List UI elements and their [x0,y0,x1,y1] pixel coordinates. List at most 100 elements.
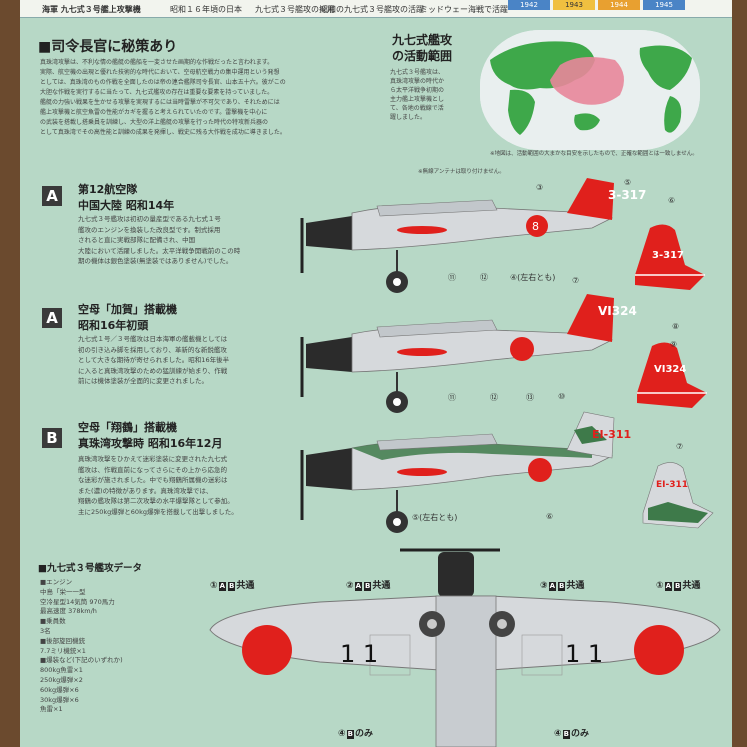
section-1-title: 第12航空隊 [78,183,138,196]
section-1-body-line: 艦攻のエンジンを換装した改良型です。制式採用 [78,225,221,234]
map-caption-line: 真珠湾攻撃の時代か [390,78,445,85]
tail-code-1b: 3-317 [652,250,684,261]
intro-line: 艦艇の力強い戦果を生かせる攻撃を実現するには当時雷撃が不可欠であり、それためには [40,99,280,106]
tail-view-1 [635,224,705,290]
callout-1-5: ⑤ [624,178,632,187]
tail-view-2 [637,342,707,408]
section-2-body-line: 初の引き込み脚を採用しており、革新的な新鋭艦攻 [78,345,227,354]
data-title: ■九七式３号艦攻データ [38,563,142,574]
intro-line: 真珠湾攻撃は、不利な情の艦艇の艦船を一変させた画期的な作戦だったと言われます。 [40,59,274,66]
map-title-line-2: の活動範囲 [392,49,453,63]
strip-text-4: ミッドウェー海戦で活躍 [420,5,508,14]
section-3-body: 真珠湾攻撃をひかえて迷彩塗装に変更された九七式艦攻は、作戦直前になってさらにその… [78,454,278,517]
map-caption-line: 主力艦上攻撃機とし [390,96,445,103]
intro-text: 真珠湾攻撃は、不利な情の艦艇の艦船を一変させた画期的な作戦だったと言われます。実… [40,58,385,138]
intro-line: 艦上攻撃機と航空魚雷の性能がカギを握ると考えられていたのです。雷撃機を中心に [40,109,268,116]
data-item-line: 魚雷×1 [40,705,63,714]
timeline-strip: 海軍 九七式３号艦上攻撃機 昭和１６年頃の日本 九七式３号艦攻の採用 昭和の九七… [20,0,732,18]
section-3-body-line: 翔鶴の艦攻隊は第二次攻撃の水平爆撃隊として参加。 [78,497,234,505]
section-1-badge: A [42,186,62,206]
year-1945: 1945 [643,0,685,10]
year-1943: 1943 [553,0,595,10]
section-1-subtitle: 中国大陸 昭和14年 [78,199,175,212]
section-1-body-line: 大陸において活躍しました。太平洋戦争開戦前のこの時 [78,246,241,255]
year-1944: 1944 [598,0,640,10]
callout-1-7: ⑦ [572,276,580,285]
intro-line: として真珠湾でその高性能と訓練の成果を発揮し、戦史に残る大作戦を成功に導きました… [40,129,286,136]
callout-1-6: ⑥ [668,196,676,205]
data-item-line: 空冷星型14気筒 970馬力 [40,597,115,606]
callout-2-8: ⑧ [672,322,680,331]
data-item-line: ■乗員数 [40,617,66,626]
section-3-body-line: 主に250kg爆弾と60kg爆弾を搭載して出撃しました。 [78,507,238,516]
section-1-body-line: 九七式３号艦攻は初初の量産型である九七式１号 [78,215,221,223]
plane-profile-2 [300,294,614,413]
strip-text-3: 昭和の九七式３号艦攻の活躍 [320,5,424,14]
callout-1-12: ⑫ [480,273,488,282]
plane-profile-3 [300,411,615,533]
strip-title: 海軍 九七式３号艦上攻撃機 [42,5,141,14]
instruction-sheet: 海軍 九七式３号艦上攻撃機 昭和１６年頃の日本 九七式３号艦攻の採用 昭和の九七… [20,0,732,747]
map-caption: 九七式３号艦攻は、真珠湾攻撃の時代から太平洋戦争初期の主力艦上攻撃機として、各地… [390,68,480,122]
map-caption-line: 躍しました。 [390,114,427,121]
data-item-line: 3名 [40,626,51,635]
section-1-body: 九七式３号艦攻は初初の量産型である九七式１号艦攻のエンジンを換装した改良型です。… [78,214,278,267]
callout-2-12: ⑫ [490,393,498,402]
section-2-badge: A [42,308,62,328]
section-3-body-line: な迷彩が施されました。中でも翔鶴所属機の迷彩は [78,476,228,484]
callout-3-5: ⑤(左右とも) [412,513,458,522]
data-item-line: 800kg魚雷×1 [40,666,83,675]
callout-3-7: ⑦ [676,442,684,451]
data-item-line: 最高速度 378km/h [40,607,97,616]
callout-1-11: ⑪ [448,273,456,282]
section-2-body-line: 九七式１号／３号艦攻は日本海軍の艦載機としては [78,335,228,343]
data-list: ■エンジン中島「栄一一型空冷星型14気筒 970馬力最高速度 378km/h■乗… [40,578,200,715]
tail-view-3 [642,462,714,529]
fuselage-number-1: 8 [532,220,539,233]
tail-code-2b: VI324 [654,364,687,375]
callout-2-11: ⑪ [448,393,456,402]
wing-number-right: 1 1 [565,640,603,668]
section-2-title: 空母「加賀」搭載機 [78,303,177,316]
map-title-line-1: 九七式艦攻 [392,33,453,47]
intro-line: 実際、航空機の出現と優れた技術的な時代において、空母航空戦力の集中運用という発想 [40,69,280,76]
strip-text-1: 昭和１６年頃の日本 [170,5,242,14]
section-2-body-line: 前には機体塗装が全面的に変更されました。 [78,377,208,385]
plane-profile-1: 8 [300,178,614,293]
data-item-line: 7.7ミリ機銃×1 [40,646,86,655]
strip-text-2: 九七式３号艦攻の採用 [255,5,335,14]
data-item-line: 30kg爆弾×6 [40,695,79,704]
callout-1-4: ④(左右とも) [510,273,556,282]
year-1942: 1942 [508,0,550,10]
section-1-body-line: されると直に実戦部隊に配備され、中国 [78,236,196,244]
map-caption-line: 九七式３号艦攻は、 [390,69,445,76]
intro-line: としては、真珠湾のもの作戦を全面したのは帝の連合艦隊司令長官、山本五十六。彼がこ… [40,79,286,86]
section-3-body-line: 真珠湾攻撃をひかえて迷彩塗装に変更された九七式 [78,455,228,463]
intro-line: の武装を搭載し搭乗員を訓練し、大型の洋上艦艇の攻撃を行った時代の特攻新兵器の [40,119,269,126]
callout-1-3: ③ [536,183,544,192]
map-note: ※地図は、活動範囲の大まかな目安を示したもので、正確な範囲とは一致しません。 [490,151,698,157]
antenna-note: ※無線アンテナは取り付けません。 [418,169,505,175]
data-item-line: ■爆装など(下記のいずれか) [40,656,123,665]
callout-3-6: ⑥ [546,512,554,521]
section-3-subtitle: 真珠湾攻撃時 昭和16年12月 [78,437,223,450]
page-heading: ■司令長官に秘策あり [38,39,178,55]
data-item-line: 250kg爆弾×2 [40,675,83,684]
tail-code-2: VI324 [598,304,637,318]
data-item-line: 中島「栄一一型 [40,587,86,596]
tail-code-3b: EI-311 [656,480,689,490]
wing-plan-view: 1 1 1 1 [209,548,721,747]
section-1-body-line: 期の機体は銀色塗装(無塗装ではありません)でした。 [78,257,233,265]
callout-2-9: ⑨ [670,340,678,349]
section-3-body-line: また(濃)の特徴があります。真珠湾攻撃では、 [78,486,213,495]
section-3-body-line: 艦攻は、作戦直前になってさらにその上から応急的 [78,465,228,474]
map-caption-line: ら太平洋戦争初期の [390,87,445,94]
section-3-badge: B [42,428,62,448]
section-2-body: 九七式１号／３号艦攻は日本海軍の艦載機としては初の引き込み脚を採用しており、革新… [78,334,278,387]
callout-2-10: ⑩ [558,392,566,401]
